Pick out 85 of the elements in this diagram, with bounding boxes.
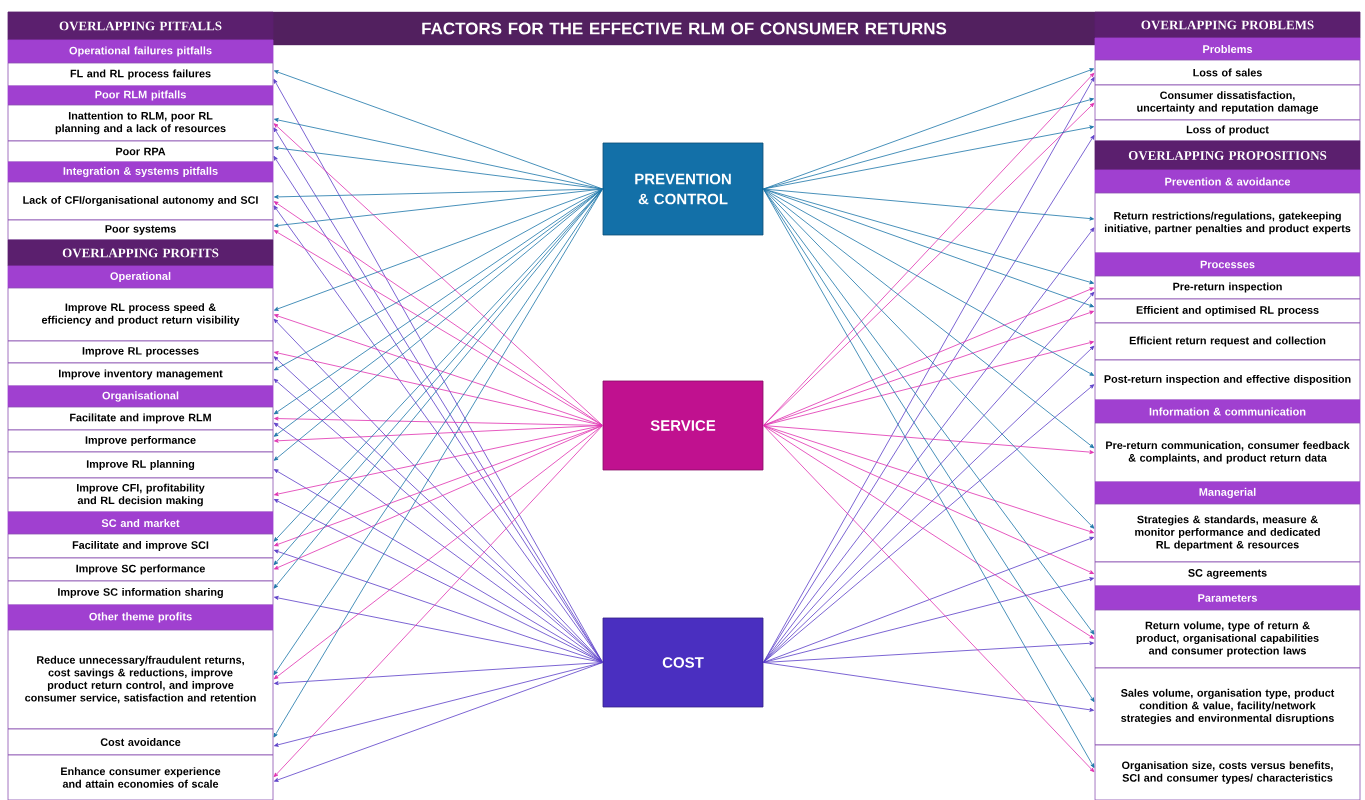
arrow: [274, 351, 603, 426]
factor-box: Poor systems: [7, 219, 274, 241]
arrow: [763, 287, 1095, 426]
arrow: [763, 577, 1094, 663]
factor-box: Improve CFI, profitability and RL decision making: [7, 477, 274, 513]
arrow: [763, 125, 1094, 190]
section-header: OVERLAPPING PROPOSITIONS: [1094, 140, 1361, 171]
factor-box: Improve RL processes: [7, 340, 274, 364]
factor-box: Improve RL planning: [7, 451, 274, 479]
arrow: [763, 188, 1094, 221]
arrow: [274, 188, 603, 199]
arrow: [763, 340, 1094, 426]
category-band: Operational failures pitfalls: [7, 39, 274, 64]
factor-box: Return restrictions/regulations, gatekeeping initiative, partner penalties and product experts: [1094, 192, 1361, 254]
factor-box: Efficient and optimised RL process: [1094, 298, 1361, 324]
arrow: [274, 188, 603, 311]
arrow: [763, 425, 1095, 574]
category-band: SC and market: [7, 511, 274, 535]
category-band: Parameters: [1094, 585, 1361, 611]
factor-box: Efficient return request and collection: [1094, 322, 1361, 361]
factor-box: Post-return inspection and effective disposition: [1094, 359, 1361, 401]
arrow: [274, 314, 603, 426]
category-band: Problems: [1094, 37, 1361, 61]
category-band: Other theme profits: [7, 604, 274, 631]
factor-box: Improve performance: [7, 429, 274, 453]
factor-box: Consumer dissatisfaction, uncertainty and reputation damage: [1094, 84, 1361, 121]
arrow: [274, 662, 603, 782]
arrow: [763, 188, 1095, 529]
factor-box: Loss of sales: [1094, 59, 1361, 86]
section-header: OVERLAPPING PROFITS: [7, 239, 274, 267]
factor-box: Inattention to RLM, poor RL planning and a lack of resources: [7, 104, 274, 142]
arrow: [274, 662, 603, 747]
category-band: Managerial: [1094, 481, 1361, 505]
factor-box: Improve SC information sharing: [7, 580, 274, 606]
arrow: [274, 662, 603, 686]
category-band: Poor RLM pitfalls: [7, 85, 274, 106]
arrow: [274, 596, 603, 663]
arrow: [763, 536, 1095, 663]
factor-box: Cost avoidance: [7, 728, 274, 756]
arrow: [763, 97, 1094, 190]
category-band: Prevention & avoidance: [1094, 169, 1361, 194]
factor-box: Pre-return communication, consumer feedback & complaints, and product return data: [1094, 422, 1361, 483]
arrow: [273, 425, 603, 570]
arrow: [273, 425, 603, 778]
factor-box: Loss of product: [1094, 119, 1361, 142]
factor-box: Return volume, type of return & product, organisational capabilities and consumer protection laws: [1094, 609, 1361, 669]
arrow: [763, 188, 1095, 376]
theme-box: SERVICE: [602, 380, 764, 471]
factor-box: Lack of CFI/organisational autonomy and SCI: [7, 181, 274, 221]
arrow: [274, 425, 603, 496]
factor-box: Sales volume, organisation type, product condition & value, facility/network strategies and environmental disruptions: [1094, 667, 1361, 746]
factor-box: Enhance consumer experience and attain economies of scale: [7, 754, 274, 800]
arrow: [274, 70, 603, 190]
factor-box: Poor RPA: [7, 140, 274, 163]
factor-box: FL and RL process failures: [7, 62, 274, 87]
arrow: [274, 549, 603, 663]
factor-box: Facilitate and improve RLM: [7, 406, 274, 431]
factor-box: SC agreements: [1094, 561, 1361, 587]
theme-box: PREVENTION & CONTROL: [602, 142, 764, 236]
arrow: [273, 123, 603, 426]
theme-box: COST: [602, 617, 764, 708]
arrow: [763, 188, 1095, 308]
section-header: OVERLAPPING PROBLEMS: [1094, 11, 1361, 39]
factor-box: Improve SC performance: [7, 557, 274, 582]
title-banner: FACTORS FOR THE EFFECTIVE RLM OF CONSUMER RETURNS: [272, 11, 1096, 46]
category-band: Operational: [7, 265, 274, 289]
category-band: Information & communication: [1094, 399, 1361, 424]
arrow: [273, 499, 603, 663]
arrow: [274, 188, 603, 228]
arrow: [763, 425, 1094, 455]
factor-box: Pre-return inspection: [1094, 275, 1361, 300]
arrow: [763, 310, 1095, 426]
arrow: [273, 469, 603, 663]
category-band: Processes: [1094, 252, 1361, 277]
arrow: [763, 425, 1095, 639]
factor-box: Organisation size, costs versus benefits, SCI and consumer types/ characteristics: [1094, 744, 1361, 800]
arrow: [273, 188, 603, 371]
factor-box: Facilitate and improve SCI: [7, 533, 274, 559]
section-header: OVERLAPPING PITFALLS: [7, 11, 274, 41]
factor-box: Improve inventory management: [7, 362, 274, 387]
arrow: [763, 662, 1094, 712]
category-band: Organisational: [7, 385, 274, 408]
arrow: [763, 425, 1094, 534]
category-band: Integration & systems pitfalls: [7, 161, 274, 183]
arrow: [763, 425, 1095, 773]
